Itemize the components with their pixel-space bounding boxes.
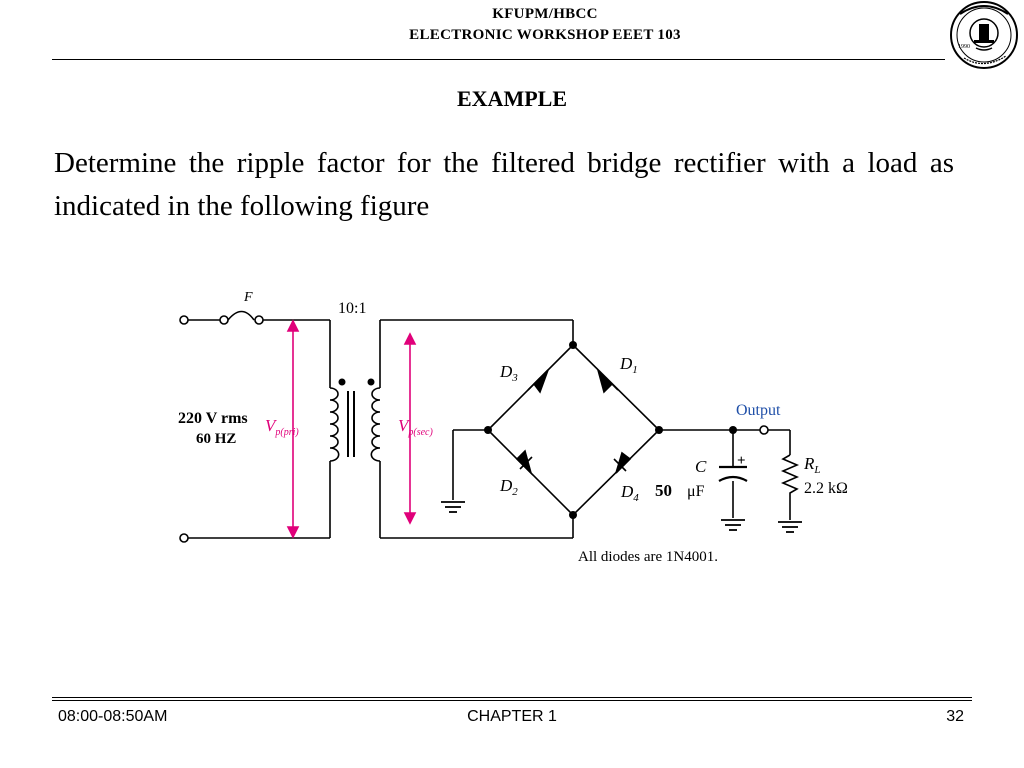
header-line-2: ELECTRONIC WORKSHOP EEET 103 [409, 27, 681, 43]
diode-d2 [515, 449, 533, 476]
footer-page-number: 32 [946, 708, 964, 725]
turns-ratio-label: 10:1 [338, 300, 366, 317]
diode-d4 [613, 451, 632, 474]
source-frequency-label: 60 HZ [196, 431, 236, 447]
capacitor-label: C [695, 457, 707, 476]
d2-label: D2 [499, 476, 518, 498]
footer-divider-bottom [52, 700, 972, 701]
problem-statement: Determine the ripple factor for the filt… [54, 147, 954, 222]
diode-d1 [596, 367, 619, 394]
output-label: Output [736, 402, 781, 419]
header-divider [52, 59, 945, 60]
output-terminal [759, 425, 769, 435]
footer-divider-top [52, 697, 972, 698]
diode-d3 [527, 369, 549, 394]
primary-coil [329, 387, 340, 462]
primary-voltage-arrow [286, 319, 300, 539]
vp-sec-label: Vp(sec) [398, 416, 433, 438]
input-terminal-bottom [179, 533, 189, 543]
fuse-label: F [243, 290, 253, 305]
capacitor-value-unit: μF [687, 483, 705, 500]
d3-label: D3 [499, 362, 518, 384]
secondary-voltage-arrow [403, 332, 417, 525]
footer-time: 08:00-08:50AM [58, 708, 168, 725]
d1-label: D1 [619, 354, 638, 376]
slide-title: EXAMPLE [457, 86, 567, 111]
secondary-coil [370, 387, 381, 462]
header-line-1: KFUPM/HBCC [492, 6, 598, 22]
bridge-rectifier-circuit: F 10:1 220 V rms 60 HZ Vp(pri) Vp(sec) D… [178, 290, 848, 565]
capacitor-value-number: 50 [655, 481, 672, 500]
college-seal-icon: 1990 [950, 1, 1018, 69]
footer-chapter: CHAPTER 1 [467, 708, 557, 725]
junction-dots [338, 341, 737, 519]
capacitor-polarity: + [737, 453, 746, 469]
ground-symbols [441, 501, 802, 533]
load-resistor [780, 454, 800, 520]
fuse-symbol [219, 310, 264, 325]
vp-pri-label: Vp(pri) [265, 416, 299, 438]
load-resistor-value: 2.2 kΩ [804, 480, 848, 497]
capacitor-plate-negative [718, 475, 748, 482]
input-terminal-top [179, 315, 189, 325]
diode-note: All diodes are 1N4001. [578, 549, 718, 565]
source-voltage-label: 220 V rms [178, 410, 248, 427]
load-resistor-label: RL [803, 454, 821, 476]
d4-label: D4 [620, 482, 639, 504]
logo-year: 1990 [958, 44, 970, 50]
